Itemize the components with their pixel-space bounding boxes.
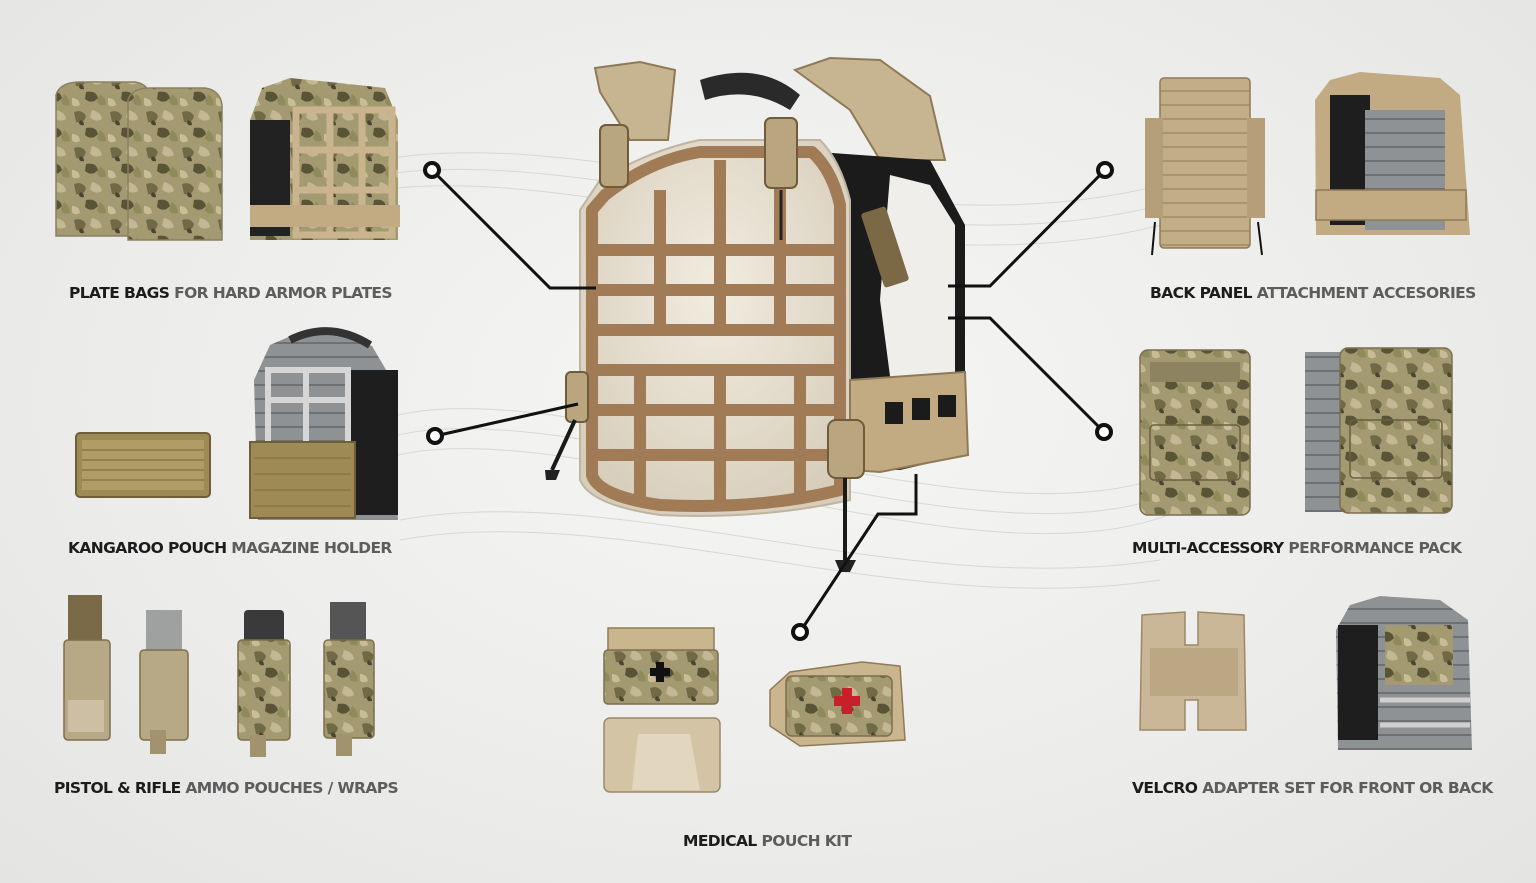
plate-bags-label-light: FOR HARD ARMOR PLATES	[174, 284, 392, 302]
velcro-label: VELCRO ADAPTER SET FOR FRONT OR BACK	[1132, 779, 1493, 797]
velcro-adapter-image	[1139, 611, 1247, 731]
medical-label: MEDICAL POUCH KIT	[683, 832, 852, 850]
plate-carrier-grey-image	[249, 327, 398, 520]
medical-label-light: POUCH KIT	[761, 832, 852, 850]
plate-carrier-back-image	[1315, 72, 1470, 235]
back-panel-label-strong: BACK PANEL	[1150, 284, 1253, 302]
plate-bags-label: PLATE BAGS FOR HARD ARMOR PLATES	[69, 284, 393, 302]
kangaroo-pouch-label: KANGAROO POUCH MAGAZINE HOLDER	[68, 539, 392, 557]
pistol-rifle-label-strong: PISTOL & RIFLE	[54, 779, 181, 797]
multi-accessory-label-light: PERFORMANCE PACK	[1288, 539, 1462, 557]
plate-carrier-small-image	[250, 78, 400, 240]
kangaroo-pouch-image	[75, 432, 211, 498]
callout-dot-icon	[423, 161, 1114, 641]
kangaroo-pouch-label-strong: KANGAROO POUCH	[68, 539, 227, 557]
plate-bags-label-strong: PLATE BAGS	[69, 284, 170, 302]
medical-pouch-image	[603, 627, 906, 793]
medical-label-strong: MEDICAL	[683, 832, 757, 850]
back-panel-image	[1145, 77, 1265, 256]
pistol-rifle-label-light: AMMO POUCHES / WRAPS	[185, 779, 399, 797]
performance-pack-image	[1139, 347, 1453, 516]
velcro-label-strong: VELCRO	[1132, 779, 1198, 797]
back-panel-label: BACK PANEL ATTACHMENT ACCESORIES	[1150, 284, 1476, 302]
pistol-rifle-label: PISTOL & RIFLE AMMO POUCHES / WRAPS	[54, 779, 399, 797]
callout-leader-lines	[430, 168, 1107, 633]
multi-accessory-label-strong: MULTI-ACCESSORY	[1132, 539, 1284, 557]
plate-carrier-multicam-image	[1336, 596, 1472, 750]
ammo-pouch-image	[63, 595, 375, 757]
velcro-label-light: ADAPTER SET FOR FRONT OR BACK	[1202, 779, 1493, 797]
back-panel-label-light: ATTACHMENT ACCESORIES	[1256, 284, 1477, 302]
multi-accessory-label: MULTI-ACCESSORY PERFORMANCE PACK	[1132, 539, 1462, 557]
kangaroo-pouch-label-light: MAGAZINE HOLDER	[231, 539, 392, 557]
plate-bag-image	[55, 81, 223, 241]
plate-carrier-image	[545, 56, 970, 572]
